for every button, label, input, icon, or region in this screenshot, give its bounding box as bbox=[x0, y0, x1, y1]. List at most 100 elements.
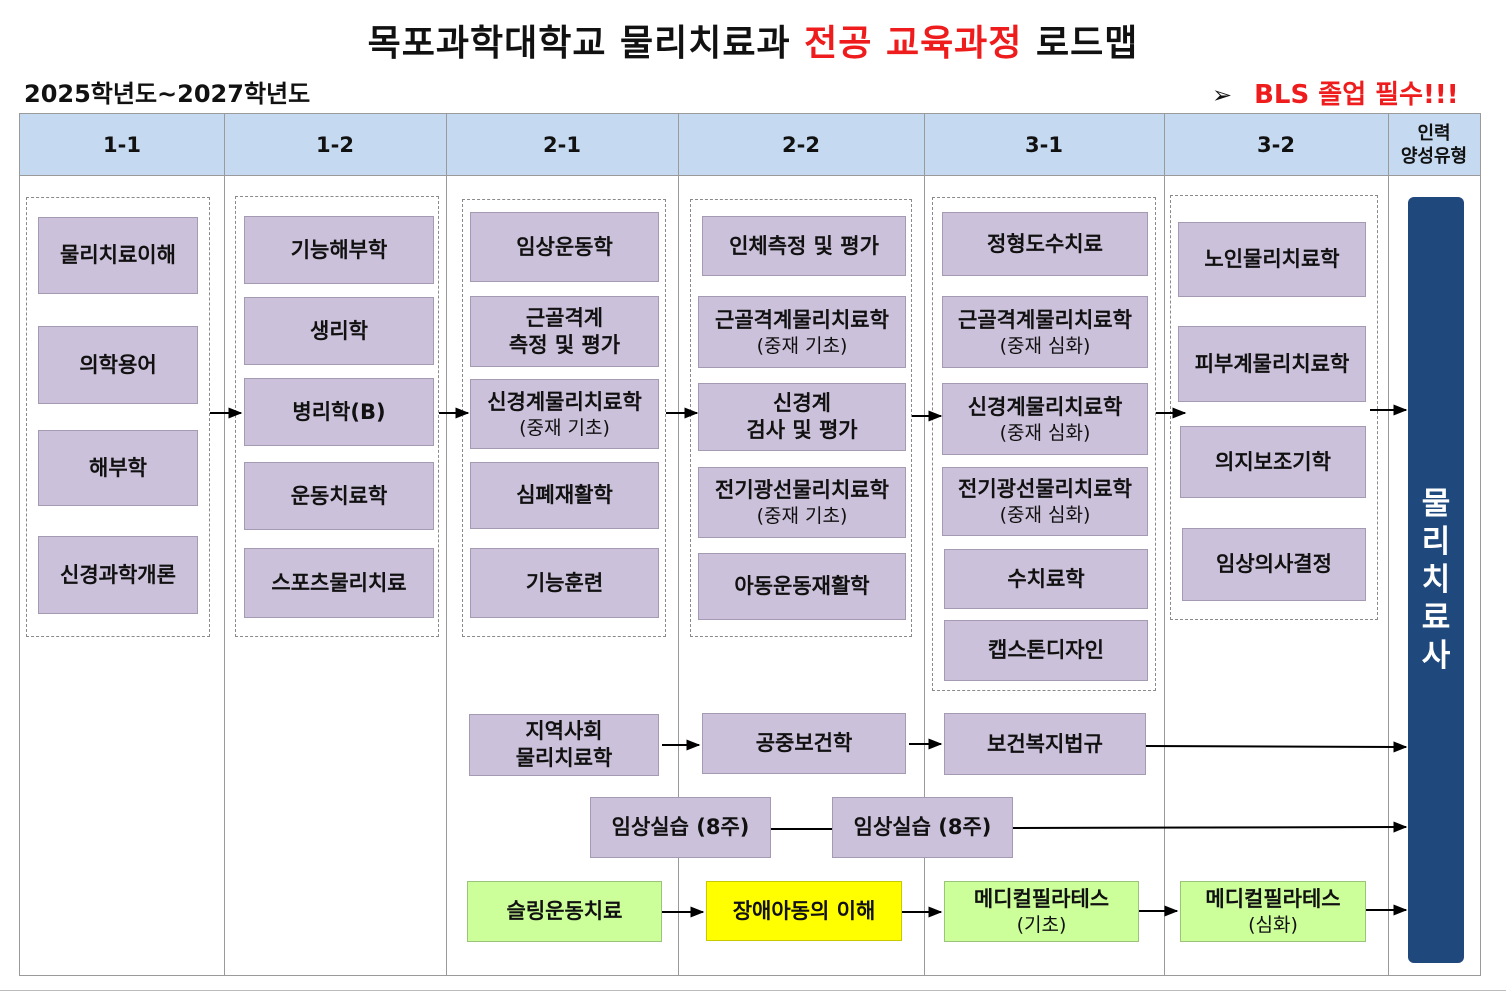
course-box: 병리학(B) bbox=[244, 378, 434, 446]
course-name: 기능훈련 bbox=[525, 570, 604, 595]
course-name: 신경과학개론 bbox=[60, 562, 176, 587]
course-box: 의지보조기학 bbox=[1180, 426, 1366, 498]
course-name: 신경계 검사 및 평가 bbox=[746, 391, 858, 442]
career-goal-bar: 물 리 치 료 사 bbox=[1408, 197, 1464, 963]
course-box: 전기광선물리치료학 (중재 기초) bbox=[698, 467, 906, 538]
bls-notice: ➢BLS 졸업 필수!!! bbox=[1212, 74, 1459, 111]
page-bottom-rule bbox=[0, 990, 1506, 991]
course-box: 해부학 bbox=[38, 430, 198, 506]
course-box: 정형도수치료 bbox=[942, 212, 1148, 276]
group-1-1 bbox=[26, 197, 210, 637]
course-name: 정형도수치료 bbox=[987, 231, 1103, 256]
course-box: 노인물리치료학 bbox=[1178, 222, 1366, 297]
header-1-2: 1-2 bbox=[224, 114, 446, 176]
title-highlight: 전공 교육과정 bbox=[804, 23, 1023, 64]
course-box: 신경계물리치료학(중재 심화) bbox=[942, 383, 1148, 455]
header-outcome: 인력 양성유형 bbox=[1388, 114, 1480, 176]
course-box: 임상운동학 bbox=[470, 212, 659, 282]
course-name: 생리학 bbox=[310, 318, 368, 343]
course-name: 수치료학 bbox=[1007, 566, 1085, 591]
course-name: 물리치료이해 bbox=[60, 243, 176, 267]
course-name: 임상의사결정 bbox=[1216, 552, 1332, 576]
course-subtitle: (중재 심화) bbox=[999, 334, 1091, 357]
course-box: 운동치료학 bbox=[244, 462, 434, 530]
track-course-box: 지역사회 물리치료학 bbox=[469, 714, 659, 776]
course-name: 스포츠물리치료 bbox=[271, 570, 407, 595]
track-course-box: 공중보건학 bbox=[702, 713, 906, 774]
course-name: 공중보건학 bbox=[755, 731, 853, 755]
course-name: 메디컬필라테스 bbox=[1205, 887, 1341, 911]
course-name: 근골격계물리치료학 bbox=[958, 307, 1132, 332]
column-divider bbox=[924, 114, 925, 976]
track-course-box: 보건복지법규 bbox=[944, 713, 1146, 775]
course-box: 기능해부학 bbox=[244, 216, 434, 284]
course-box: 의학용어 bbox=[38, 326, 198, 404]
course-box: 임상의사결정 bbox=[1182, 528, 1366, 601]
course-box: 수치료학 bbox=[944, 549, 1148, 609]
course-name: 전기광선물리치료학 bbox=[958, 477, 1132, 501]
clinical-practice-box: 임상실습 (8주) bbox=[832, 797, 1013, 858]
course-name: 캡스톤디자인 bbox=[988, 638, 1104, 662]
course-box: 물리치료이해 bbox=[38, 217, 198, 294]
course-box: 스포츠물리치료 bbox=[244, 548, 434, 618]
course-subtitle: (중재 심화) bbox=[999, 504, 1091, 526]
course-subtitle: (중재 기초) bbox=[519, 416, 610, 439]
clinical-practice-box: 임상실습 (8주) bbox=[590, 797, 771, 858]
header-2-1: 2-1 bbox=[446, 114, 678, 176]
course-subtitle: (중재 기초) bbox=[756, 334, 848, 357]
elective-course-box: 슬링운동치료 bbox=[467, 881, 662, 942]
bls-notice-text: BLS 졸업 필수!!! bbox=[1254, 80, 1459, 110]
course-name: 노인물리치료학 bbox=[1204, 247, 1340, 271]
course-box: 캡스톤디자인 bbox=[944, 620, 1148, 681]
course-name: 슬링운동치료 bbox=[506, 899, 623, 923]
header-3-2: 3-2 bbox=[1164, 114, 1388, 176]
course-name: 보건복지법규 bbox=[987, 731, 1103, 756]
course-name: 근골격계 측정 및 평가 bbox=[508, 305, 621, 357]
column-divider bbox=[1164, 114, 1165, 976]
course-box: 신경계물리치료학(중재 기초) bbox=[470, 379, 659, 449]
course-name: 임상운동학 bbox=[516, 234, 613, 259]
course-box: 인체측정 및 평가 bbox=[702, 216, 906, 276]
course-name: 임상실습 (8주) bbox=[611, 815, 750, 839]
course-name: 아동운동재활학 bbox=[734, 574, 870, 598]
course-name: 장애아동의 이해 bbox=[732, 898, 876, 923]
column-divider bbox=[678, 114, 679, 976]
course-name: 해부학 bbox=[89, 455, 147, 480]
course-subtitle: (심화) bbox=[1248, 914, 1298, 936]
column-divider bbox=[224, 114, 225, 976]
course-box: 근골격계 측정 및 평가 bbox=[470, 296, 659, 367]
header-3-1: 3-1 bbox=[924, 114, 1164, 176]
header-1-1: 1-1 bbox=[20, 114, 224, 176]
course-name: 전기광선물리치료학 bbox=[715, 478, 889, 502]
course-subtitle: (중재 심화) bbox=[999, 421, 1091, 444]
course-name: 메디컬필라테스 bbox=[973, 887, 1110, 911]
course-name: 임상실습 (8주) bbox=[853, 815, 992, 839]
group-3-1 bbox=[932, 197, 1156, 691]
course-subtitle: (기초) bbox=[1016, 914, 1067, 936]
course-name: 피부계물리치료학 bbox=[1194, 351, 1350, 376]
roadmap-frame bbox=[19, 113, 1481, 976]
course-name: 인체측정 및 평가 bbox=[729, 233, 879, 258]
course-name: 지역사회 물리치료학 bbox=[515, 719, 613, 770]
column-divider bbox=[446, 114, 447, 976]
course-box: 신경과학개론 bbox=[38, 536, 198, 614]
course-box: 근골격계물리치료학(중재 심화) bbox=[942, 296, 1148, 368]
course-subtitle: (중재 기초) bbox=[756, 505, 848, 527]
course-box: 기능훈련 bbox=[470, 548, 659, 618]
course-box: 생리학 bbox=[244, 297, 434, 365]
title-part2: 로드맵 bbox=[1022, 23, 1139, 64]
course-name: 근골격계물리치료학 bbox=[715, 307, 889, 332]
period-label: 2025학년도~2027학년도 bbox=[24, 80, 311, 108]
course-name: 기능해부학 bbox=[290, 237, 388, 262]
course-box: 전기광선물리치료학 (중재 심화) bbox=[942, 467, 1148, 536]
course-box: 근골격계물리치료학(중재 기초) bbox=[698, 296, 906, 368]
page-title: 목포과학대학교 물리치료과 전공 교육과정 로드맵 bbox=[0, 14, 1506, 66]
course-box: 아동운동재활학 bbox=[698, 553, 906, 620]
group-3-2 bbox=[1170, 195, 1378, 620]
course-box: 신경계 검사 및 평가 bbox=[698, 383, 906, 451]
header-2-2: 2-2 bbox=[678, 114, 924, 176]
course-name: 운동치료학 bbox=[290, 483, 388, 508]
course-name: 의학용어 bbox=[79, 352, 157, 377]
title-part1: 목포과학대학교 물리치료과 bbox=[367, 23, 805, 64]
elective-course-box: 메디컬필라테스 (심화) bbox=[1180, 881, 1366, 942]
